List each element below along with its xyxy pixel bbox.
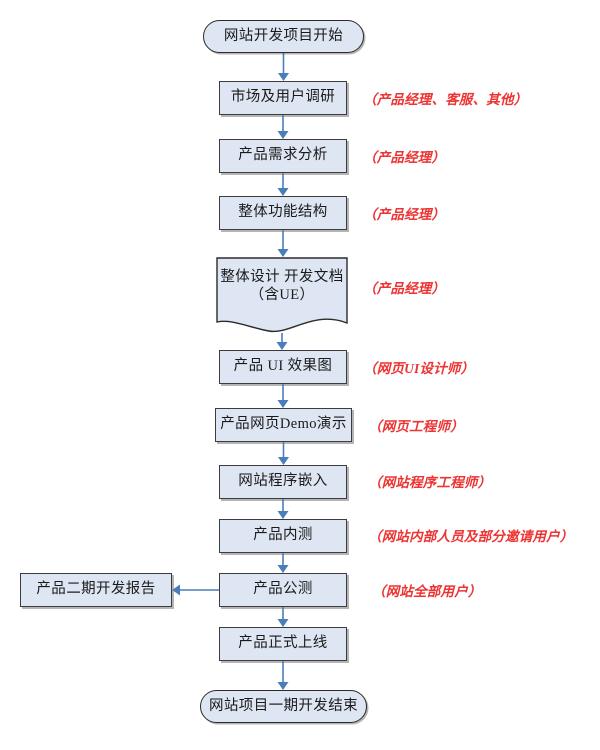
edge-betatest-phase2-arrowhead [172, 584, 180, 596]
flow-node-label: 网站开发项目开始 [223, 27, 344, 44]
flow-node-demo[interactable]: 产品网页Demo演示 [215, 408, 352, 442]
flow-node-label: 产品需求分析 [238, 147, 328, 164]
flow-node-ui-mockup[interactable]: 产品 UI 效果图 [219, 350, 347, 384]
flow-node-launch[interactable]: 产品正式上线 [219, 627, 347, 661]
flow-node-end[interactable]: 网站项目一期开发结束 [200, 690, 367, 723]
role-annotation-ann-embed: （网站程序工程师） [368, 475, 492, 490]
edge-requirement-structure-arrowhead [277, 188, 289, 196]
role-annotation-ann-research: （产品经理、客服、其他） [363, 92, 528, 107]
flow-node-start[interactable]: 网站开发项目开始 [203, 20, 364, 53]
role-annotation-ann-structure: （产品经理） [363, 207, 446, 222]
document-shape [216, 257, 348, 333]
flow-node-label: 整体功能结构 [238, 204, 328, 221]
flow-node-requirement[interactable]: 产品需求分析 [219, 139, 347, 173]
flow-node-research[interactable]: 市场及用户调研 [219, 81, 347, 115]
role-annotation-ann-demo: （网页工程师） [368, 419, 464, 434]
flow-node-alpha-test[interactable]: 产品内测 [219, 519, 347, 553]
flow-node-label: 网站程序嵌入 [238, 473, 328, 490]
flow-node-label: 产品二期开发报告 [36, 581, 156, 598]
role-annotation-ann-design-doc: （产品经理） [363, 281, 446, 296]
flow-node-label: 产品 UI 效果图 [233, 358, 333, 375]
edge-structure-designdoc-arrowhead [277, 249, 289, 257]
edge-research-requirement-arrowhead [277, 131, 289, 139]
edge-alphatest-betatest-arrowhead [277, 565, 289, 573]
edge-launch-end-arrowhead [277, 682, 289, 690]
flow-node-design-doc[interactable]: 整体设计 开发文档 （含UE） [216, 257, 348, 333]
edge-demo-embed-arrowhead [278, 457, 289, 465]
flow-node-structure[interactable]: 整体功能结构 [219, 196, 347, 230]
flow-node-label: 整体设计 开发文档 （含UE） [220, 269, 344, 303]
role-annotation-ann-beta-test: （网站全部用户） [372, 584, 482, 599]
edge-designdoc-uimockup-arrowhead [276, 342, 288, 350]
flow-node-embed[interactable]: 网站程序嵌入 [219, 465, 347, 499]
flow-node-beta-test[interactable]: 产品公测 [219, 573, 347, 607]
edge-uimockup-demo-arrowhead [277, 400, 289, 408]
edge-embed-alphatest-arrowhead [277, 511, 289, 519]
flow-node-label: 产品网页Demo演示 [220, 416, 347, 433]
flow-node-phase2[interactable]: 产品二期开发报告 [20, 573, 172, 607]
flow-node-label: 市场及用户调研 [230, 89, 336, 106]
role-annotation-ann-alpha-test: （网站内部人员及部分邀请用户） [368, 529, 574, 544]
flow-node-label: 产品公测 [253, 581, 313, 598]
flow-node-label: 产品内测 [253, 527, 313, 544]
flow-node-label: 产品正式上线 [238, 635, 328, 652]
flow-node-label: 网站项目一期开发结束 [209, 697, 358, 714]
edge-start-research-arrowhead [278, 73, 289, 81]
role-annotation-ann-ui-mockup: （网页UI设计师） [363, 361, 475, 376]
edge-betatest-launch-arrowhead [277, 619, 289, 627]
role-annotation-ann-requirement: （产品经理） [363, 150, 446, 165]
